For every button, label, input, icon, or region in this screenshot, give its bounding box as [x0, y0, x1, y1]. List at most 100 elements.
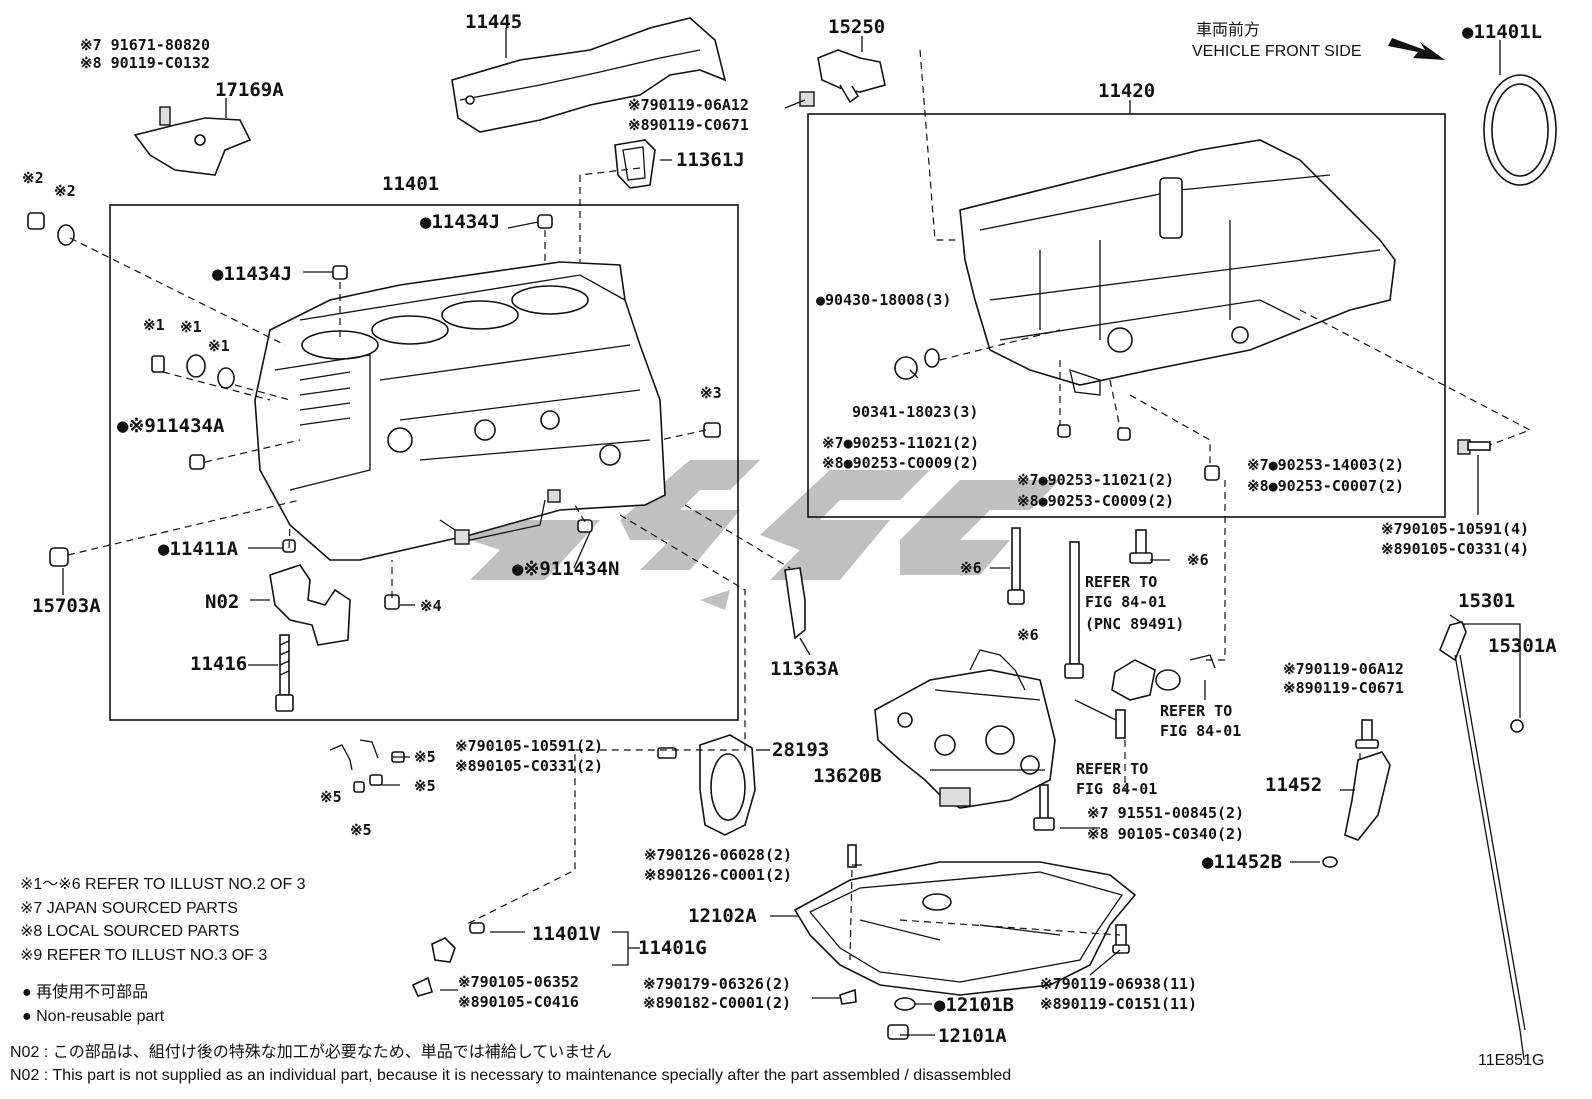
- part-label: ●11452B: [1202, 851, 1282, 873]
- refer-label: REFER TO: [1160, 702, 1232, 720]
- part-label: ※790119-06A12: [628, 96, 749, 114]
- part-label: 15703A: [32, 595, 101, 617]
- front-side-label-jp: 車両前方: [1196, 21, 1260, 39]
- refer-label: FIG 84-01: [1076, 780, 1157, 798]
- part-label: ●※911434A: [117, 415, 225, 437]
- part-label: ※1: [180, 318, 202, 336]
- part-label: ※7●90253-14003(2): [1247, 456, 1404, 474]
- refer-label: REFER TO: [1076, 760, 1148, 778]
- part-label: 11361J: [676, 149, 745, 171]
- part-label: ※790105-10591(2): [455, 737, 603, 755]
- part-label: ※790119-06938(11): [1040, 975, 1197, 993]
- part-label: ※890119-C0671: [628, 116, 749, 134]
- part-label: ※890119-C0671: [1283, 679, 1404, 697]
- cylinder-block-drawing: [254, 261, 666, 561]
- part-label: ●90430-18008(3): [816, 291, 951, 309]
- gasket-11361J: [614, 139, 656, 189]
- crankcase-group-frame: [807, 113, 1446, 518]
- part-label: 11401V: [532, 923, 601, 945]
- part-label: ※790179-06326(2): [643, 975, 791, 993]
- part-label: 11401: [382, 173, 439, 195]
- part-label: 90341-18023(3): [852, 403, 978, 421]
- part-label: ※5: [320, 788, 342, 806]
- part-label: ※7●90253-11021(2): [822, 434, 979, 452]
- part-label: 11420: [1098, 80, 1155, 102]
- part-label: ※2: [22, 169, 44, 187]
- cover-plate-11445: [451, 17, 727, 133]
- oil-control-valve-15250: [799, 49, 886, 107]
- cylinder-block-group-frame: [109, 204, 739, 721]
- oil-pump-sensor-parts: [1033, 654, 1216, 831]
- part-label: ※890105-C0331(4): [1381, 540, 1529, 558]
- oil-pan-12102A: [793, 861, 1137, 996]
- part-label: ※790105-10591(4): [1381, 520, 1529, 538]
- part-label: 13620B: [813, 765, 882, 787]
- text-labels: 車両前方 VEHICLE FRONT SIDE 11445 15250 ●114…: [10, 11, 1557, 1084]
- part-label: 11452: [1265, 774, 1322, 796]
- vehicle-front-arrow-icon: [1388, 38, 1445, 60]
- crankcase-small-hardware: [894, 348, 1491, 481]
- legend-note-7: ※7 JAPAN SOURCED PARTS: [20, 900, 238, 917]
- footnote-jp: N02 : この部品は、組付け後の特殊な加工が必要なため、単品では補給していませ…: [10, 1043, 612, 1061]
- part-label: 17169A: [215, 79, 284, 101]
- part-label: 11363A: [770, 658, 839, 680]
- lower-left-hardware: [329, 739, 677, 997]
- part-label: ※890182-C0001(2): [643, 994, 791, 1012]
- part-label: 15301A: [1488, 635, 1557, 657]
- part-label: 15301: [1458, 590, 1515, 612]
- part-label: 11416: [190, 653, 247, 675]
- part-label: ※8 90119-C0132: [80, 54, 210, 72]
- part-label: ●11401L: [1462, 21, 1542, 43]
- part-label: ●11434J: [212, 263, 292, 285]
- part-label: ※8 90105-C0340(2): [1087, 825, 1244, 843]
- part-label: ※890105-C0416: [458, 993, 579, 1011]
- part-label: 28193: [772, 739, 829, 761]
- figure-id: 11E851G: [1478, 1052, 1544, 1069]
- oil-pump-13620B: [874, 649, 1056, 809]
- part-label: ※790105-06352: [458, 973, 579, 991]
- strip-11363A: [784, 567, 806, 640]
- part-label: ※890126-C0001(2): [644, 866, 792, 884]
- bolts-group-oil-pump: [1007, 527, 1153, 679]
- part-label: ※7●90253-11021(2): [1017, 471, 1174, 489]
- bolt-11416: [275, 634, 294, 712]
- part-label: ※790126-06028(2): [644, 846, 792, 864]
- alignment-dashes: [67, 49, 1532, 961]
- refer-label: (PNC 89491): [1085, 615, 1184, 633]
- part-label: ※8●90253-C0007(2): [1247, 477, 1404, 495]
- part-label: ※7 91671-80820: [80, 36, 210, 54]
- part-label: ※890105-C0331(2): [455, 757, 603, 775]
- part-label: ※8●90253-C0009(2): [1017, 492, 1174, 510]
- legend-note-1-6: ※1～※6 REFER TO ILLUST NO.2 OF 3: [20, 876, 306, 893]
- guide-11452: [1322, 719, 1391, 868]
- refer-label: FIG 84-01: [1085, 593, 1166, 611]
- dipstick-15301: [1439, 621, 1526, 1061]
- legend-dot-jp: ● 再使用不可部品: [22, 983, 148, 1001]
- legend-dot-en: ● Non-reusable part: [22, 1008, 165, 1025]
- refer-label: REFER TO: [1085, 573, 1157, 591]
- front-side-label-en: VEHICLE FRONT SIDE: [1192, 43, 1362, 60]
- part-label: ※1: [143, 316, 165, 334]
- part-label: ※6: [1187, 551, 1209, 569]
- part-label: ※790119-06A12: [1283, 660, 1404, 678]
- part-label: ※5: [414, 777, 436, 795]
- part-label: ●11411A: [158, 538, 239, 560]
- footnote-en: N02 : This part is not supplied as an in…: [10, 1067, 1011, 1084]
- part-label: 15250: [828, 16, 885, 38]
- part-label: ※890119-C0151(11): [1040, 995, 1197, 1013]
- part-label: ●12101B: [934, 994, 1014, 1016]
- part-label: ※6: [960, 559, 982, 577]
- part-label: ●11434J: [420, 211, 500, 233]
- part-label: 11445: [465, 11, 522, 33]
- part-label: ※1: [208, 337, 230, 355]
- bearing-cap-N02: [269, 564, 351, 646]
- legend-note-9: ※9 REFER TO ILLUST NO.3 OF 3: [20, 947, 267, 964]
- part-label: ※6: [1017, 626, 1039, 644]
- part-label: ●※911434N: [512, 558, 619, 580]
- part-label: ※3: [700, 384, 722, 402]
- part-label: ※7 91551-00845(2): [1087, 804, 1244, 822]
- legend-note-8: ※8 LOCAL SOURCED PARTS: [20, 923, 239, 940]
- part-label: ※8●90253-C0009(2): [822, 454, 979, 472]
- leader-lines: [62, 28, 1521, 1036]
- oil-seal-11401L: [1483, 74, 1557, 186]
